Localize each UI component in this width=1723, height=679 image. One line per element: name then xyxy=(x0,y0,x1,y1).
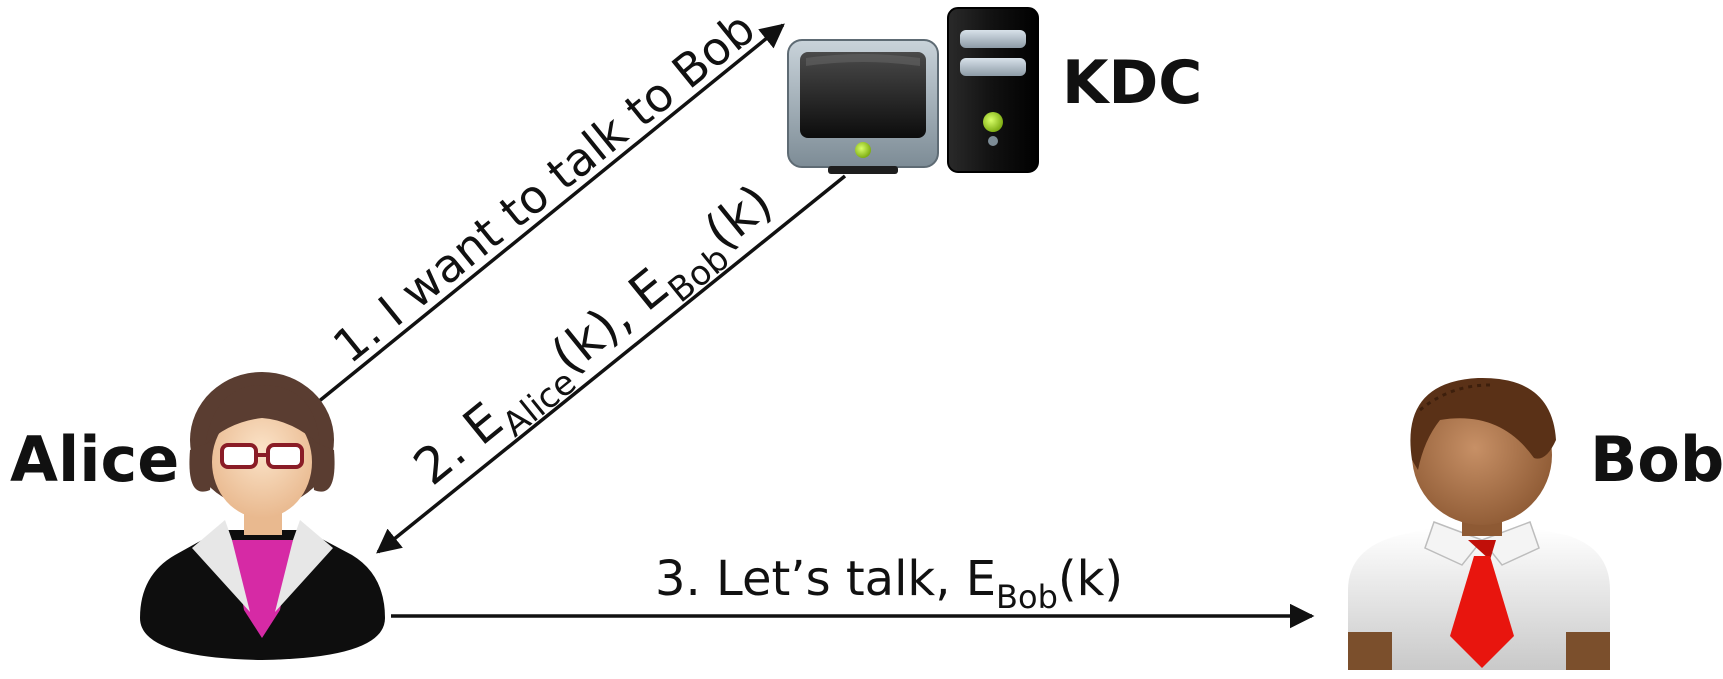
man-user-icon xyxy=(1348,377,1610,670)
arrow-alice-to-kdc xyxy=(316,23,785,404)
kdc-label: KDC xyxy=(1062,48,1202,118)
alice-label: Alice xyxy=(10,423,179,496)
message-3-label: 3. Let’s talk, EBob(k) xyxy=(655,551,1123,616)
woman-user-icon xyxy=(140,372,385,660)
computer-server-icon xyxy=(787,7,1039,174)
arrow-kdc-to-alice xyxy=(376,174,847,554)
message-1-label: 1. I want to talk to Bob xyxy=(323,1,765,373)
bob-label: Bob xyxy=(1590,423,1723,496)
